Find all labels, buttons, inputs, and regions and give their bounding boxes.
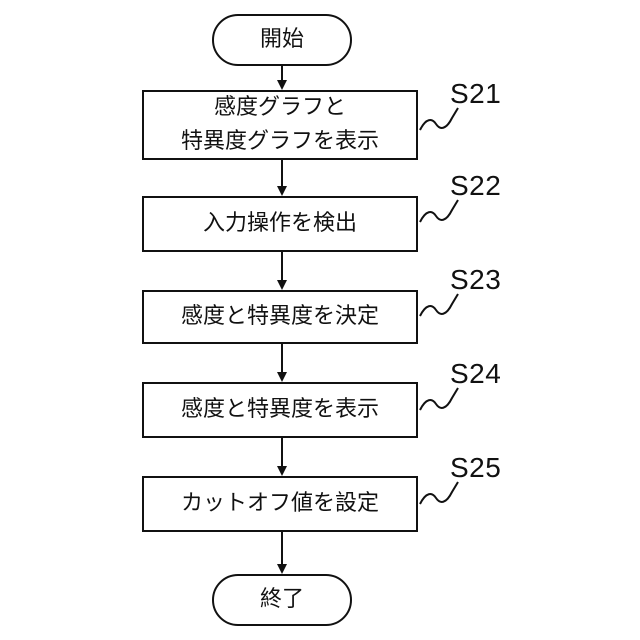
leader-line-s22 [420, 200, 458, 222]
step-box-s24: 感度と特異度を表示 [142, 382, 418, 438]
step-box-s23: 感度と特異度を決定 [142, 290, 418, 344]
step-box-s22: 入力操作を検出 [142, 196, 418, 252]
step-box-s25: カットオフ値を設定 [142, 476, 418, 532]
step-s21-line-1: 感度グラフと [214, 91, 346, 125]
step-s22-line-1: 入力操作を検出 [203, 207, 357, 241]
start-terminal: 開始 [212, 14, 352, 66]
leader-line-s21 [420, 108, 458, 130]
step-id-s25: S25 [450, 452, 501, 484]
step-box-s21: 感度グラフと 特異度グラフを表示 [142, 90, 418, 160]
step-s23-line-1: 感度と特異度を決定 [181, 300, 379, 334]
step-s25-line-1: カットオフ値を設定 [181, 487, 379, 521]
leader-line-s23 [420, 294, 458, 316]
step-id-s23: S23 [450, 264, 501, 296]
leader-line-s25 [420, 482, 458, 504]
end-terminal: 終了 [212, 574, 352, 626]
step-s21-line-2: 特異度グラフを表示 [181, 125, 379, 159]
step-id-s24: S24 [450, 358, 501, 390]
step-id-s21: S21 [450, 78, 501, 110]
start-label: 開始 [260, 23, 304, 57]
step-s24-line-1: 感度と特異度を表示 [181, 393, 379, 427]
end-label: 終了 [260, 583, 304, 617]
step-id-s22: S22 [450, 170, 501, 202]
leader-line-s24 [420, 388, 458, 410]
